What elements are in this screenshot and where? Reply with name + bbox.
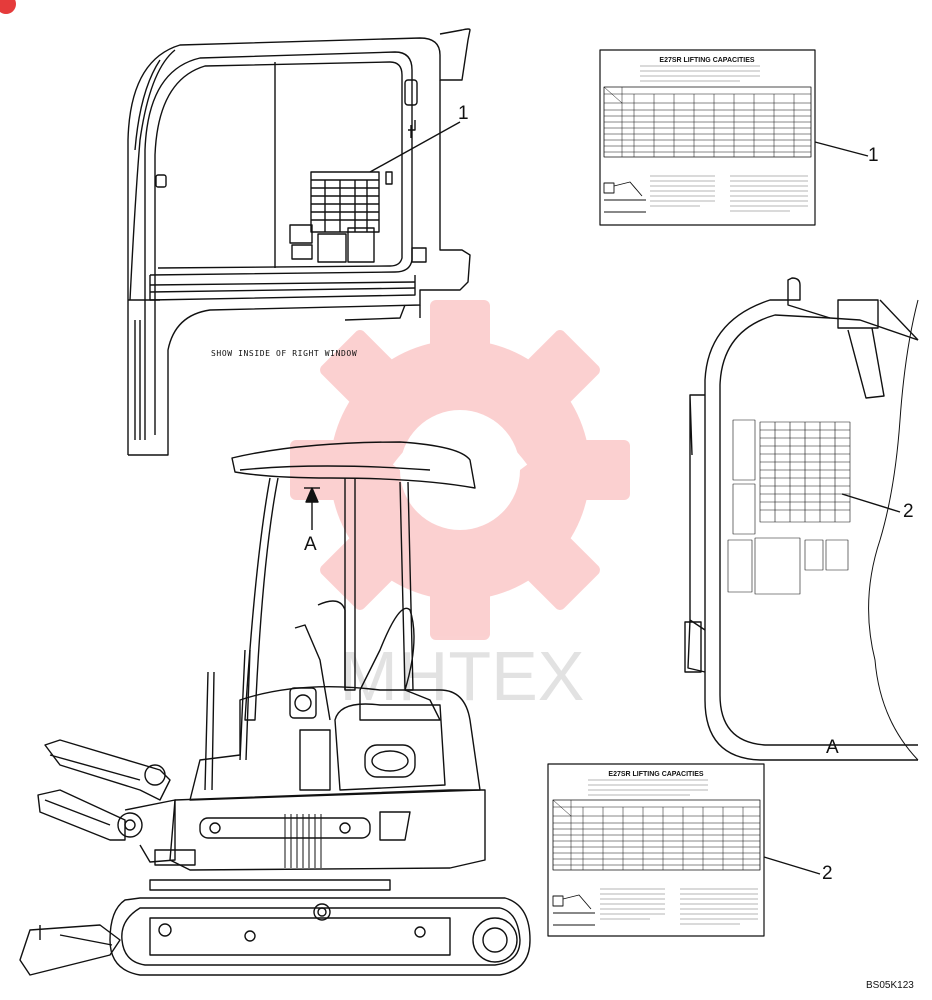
excavator-pictogram-icon (603, 181, 646, 213)
callout-1-right: 1 (868, 145, 879, 166)
corner-mark-icon (0, 0, 16, 14)
lifting-capacity-decal-2 (547, 763, 765, 937)
callout-2-right: 2 (903, 501, 914, 522)
excavator-pictogram-2-icon (552, 894, 595, 926)
decal-2-title: E27SR LIFTING CAPACITIES (608, 771, 703, 778)
watermark (290, 300, 630, 640)
callout-1-top: 1 (458, 103, 469, 124)
watermark-gear-icon (290, 300, 630, 640)
excavator-side-view (19, 441, 531, 976)
right-window-view-a (684, 277, 919, 761)
leader-line-1-right (814, 141, 869, 157)
view-arrow-a-label: A (304, 534, 317, 555)
lifting-capacity-decal-1 (599, 49, 816, 226)
decal-1-title: E27SR LIFTING CAPACITIES (659, 57, 754, 64)
figure-code: BS05K123 (866, 980, 914, 991)
leader-line-2-right (841, 493, 901, 513)
leader-line-1-top (369, 121, 461, 173)
cab-view-caption: SHOW INSIDE OF RIGHT WINDOW (211, 349, 358, 358)
leader-line-2-bottom (763, 856, 821, 875)
callout-2-bottom: 2 (822, 863, 833, 884)
view-a-label: A (826, 737, 839, 758)
cab-interior-view (127, 28, 471, 456)
watermark-text: MHTEX (340, 637, 585, 715)
